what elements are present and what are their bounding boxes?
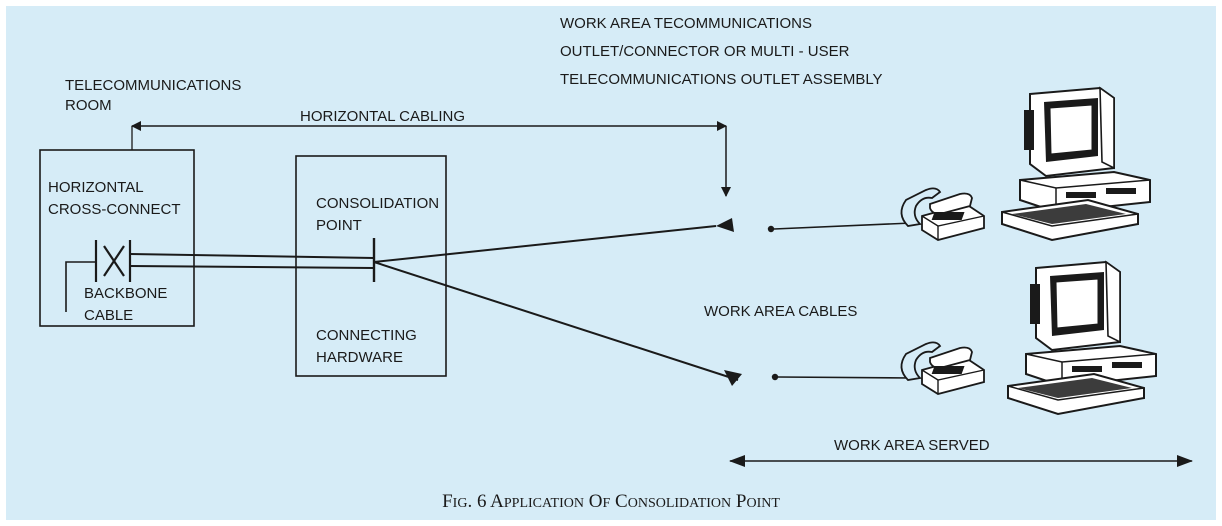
computer-workstation-icon bbox=[1007, 261, 1157, 415]
figure-caption: FIG. 6 APPLICATION OF CONSOLIDATION POIN… bbox=[442, 491, 780, 512]
computer-workstation-icon bbox=[1001, 87, 1151, 241]
lower-outlet-connector bbox=[724, 370, 742, 386]
telephone-icon bbox=[900, 341, 985, 395]
telecom-room-box bbox=[39, 149, 195, 327]
cross-connect-symbol bbox=[65, 240, 132, 312]
work-area-cables-label: WORK AREA CABLES bbox=[704, 303, 857, 320]
hcc-label-1: HORIZONTAL bbox=[48, 179, 144, 196]
cable-to-upper-outlet bbox=[373, 225, 717, 263]
upper-work-area bbox=[767, 87, 1151, 241]
telecom-room-label-2: ROOM bbox=[65, 97, 112, 114]
cp-label-2: POINT bbox=[316, 217, 362, 234]
diagram-panel bbox=[6, 6, 1216, 520]
hw-label-1: CONNECTING bbox=[316, 327, 417, 344]
upper-outlet-connector bbox=[716, 218, 734, 232]
backbone-label-2: CABLE bbox=[84, 307, 133, 324]
backbone-label-1: BACKBONE bbox=[84, 285, 167, 302]
lower-work-area: WORK AREA CABLES bbox=[704, 261, 1157, 415]
horizontal-cabling-label: HORIZONTAL CABLING bbox=[300, 108, 465, 125]
cable-lower bbox=[129, 265, 375, 269]
hcc-label-2: CROSS-CONNECT bbox=[48, 201, 181, 218]
outlet-label-3: TELECOMMUNICATIONS OUTLET ASSEMBLY bbox=[560, 71, 883, 88]
cable-to-lower-outlet bbox=[373, 261, 739, 381]
consolidation-point-box bbox=[295, 155, 447, 377]
outlet-label-2: OUTLET/CONNECTOR OR MULTI - USER bbox=[560, 43, 850, 60]
cable-upper bbox=[129, 253, 375, 259]
cp-label-1: CONSOLIDATION bbox=[316, 195, 439, 212]
work-area-served-label: WORK AREA SERVED bbox=[834, 437, 990, 454]
telecom-room-label-1: TELECOMMUNICATIONS bbox=[65, 77, 241, 94]
hw-label-2: HARDWARE bbox=[316, 349, 403, 366]
outlet-label-1: WORK AREA TECOMMUNICATIONS bbox=[560, 15, 812, 32]
telephone-icon bbox=[900, 187, 985, 241]
